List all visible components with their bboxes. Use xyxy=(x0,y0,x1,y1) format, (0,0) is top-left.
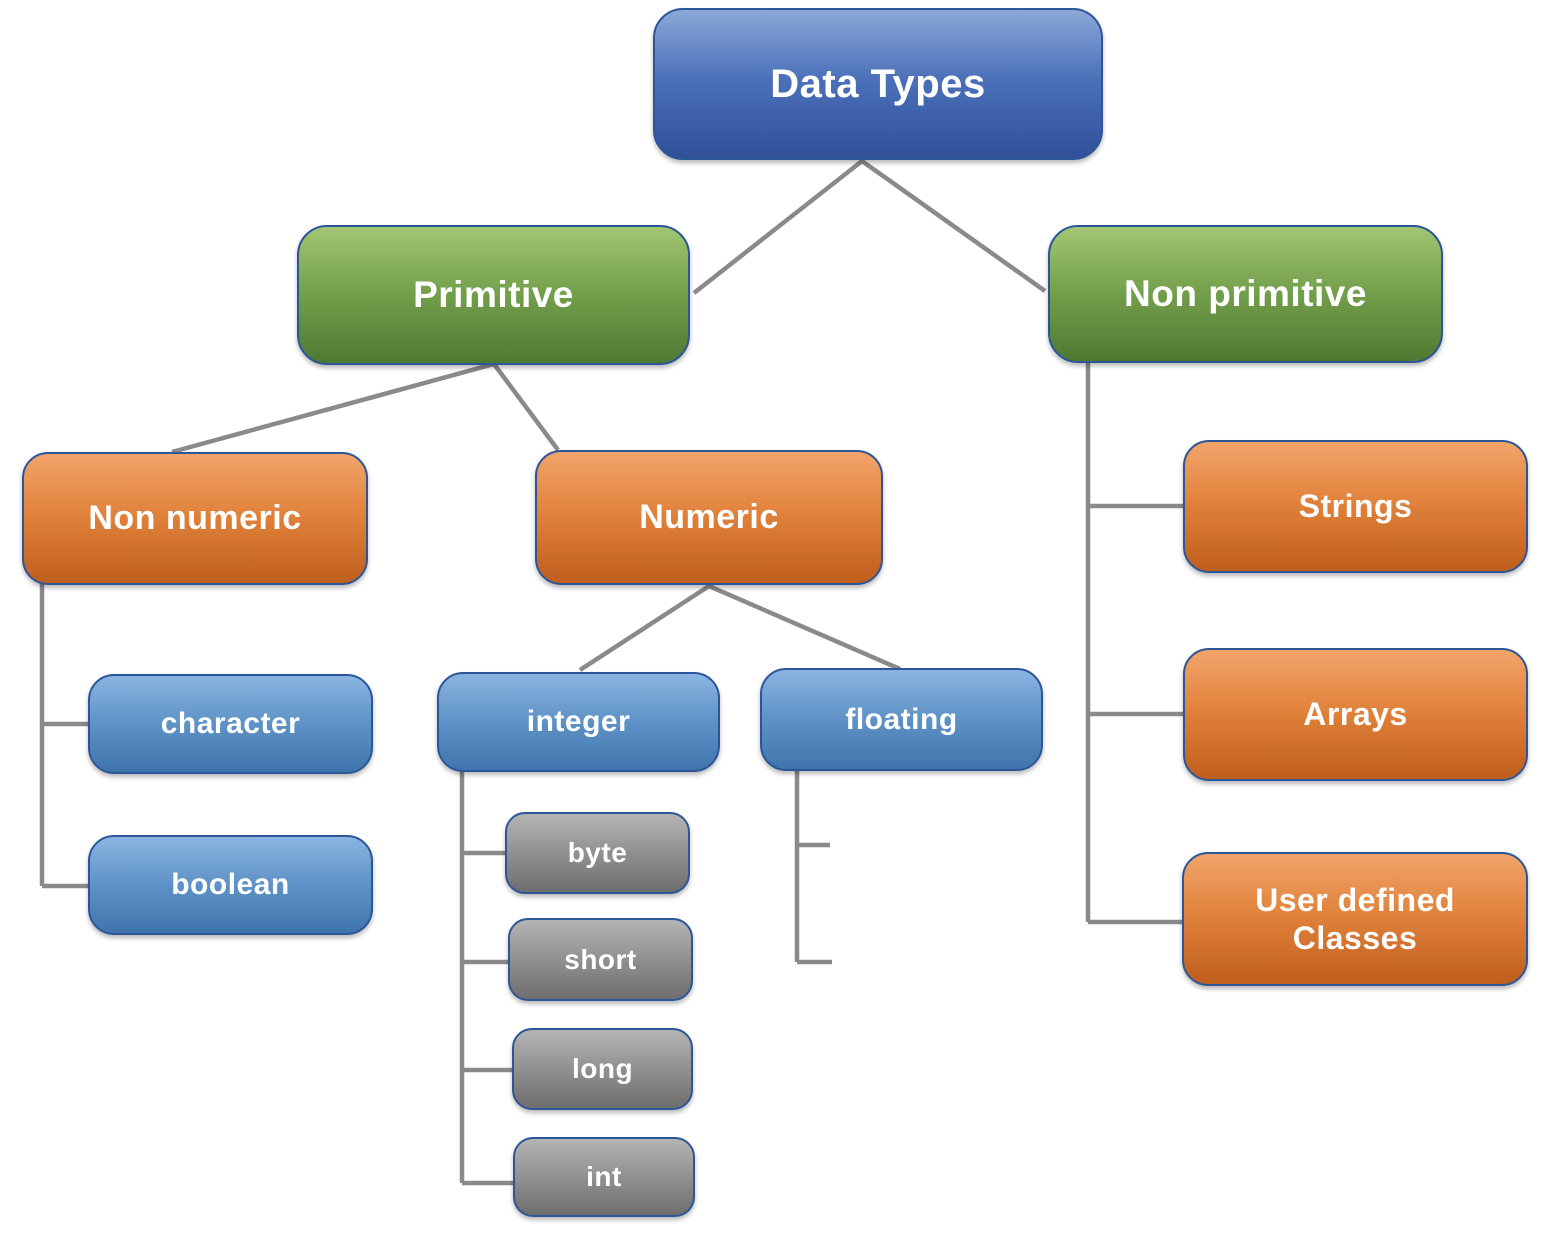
node-non-numeric: Non numeric xyxy=(22,452,368,585)
node-byte: byte xyxy=(505,812,690,894)
node-integer-label: integer xyxy=(526,705,631,738)
connector-nonnumeric-elbow xyxy=(39,583,90,889)
node-int: int xyxy=(513,1137,695,1217)
connector-datatypes-children xyxy=(692,158,1047,295)
node-strings: Strings xyxy=(1183,440,1528,573)
node-boolean: boolean xyxy=(88,835,373,935)
node-data-types: Data Types xyxy=(653,8,1103,160)
node-arrays-label: Arrays xyxy=(1303,696,1408,733)
node-floating: floating xyxy=(760,668,1043,771)
connector-numeric-children xyxy=(578,583,901,672)
node-boolean-label: boolean xyxy=(171,868,290,901)
node-numeric: Numeric xyxy=(535,450,883,585)
node-numeric-label: Numeric xyxy=(639,498,779,537)
node-character-label: character xyxy=(160,707,301,740)
node-non-primitive-label: Non primitive xyxy=(1124,272,1367,314)
node-long: long xyxy=(512,1028,693,1110)
connector-primitive-children xyxy=(171,361,560,455)
node-long-label: long xyxy=(571,1053,634,1085)
node-user-defined-classes: User defined Classes xyxy=(1182,852,1528,986)
node-primitive-label: Primitive xyxy=(413,273,574,315)
node-strings-label: Strings xyxy=(1298,488,1413,525)
node-floating-label: floating xyxy=(845,702,958,736)
node-data-types-label: Data Types xyxy=(770,62,986,106)
node-non-numeric-label: Non numeric xyxy=(88,499,302,538)
node-character: character xyxy=(88,674,373,774)
connector-integer-elbow xyxy=(459,770,515,1186)
node-short-label: short xyxy=(564,943,637,975)
node-arrays: Arrays xyxy=(1183,648,1528,781)
node-user-defined-classes-label: User defined Classes xyxy=(1255,881,1455,956)
connector-nonprimitive-elbow xyxy=(1085,361,1185,925)
node-non-primitive: Non primitive xyxy=(1048,225,1443,363)
node-int-label: int xyxy=(586,1161,622,1193)
node-byte-label: byte xyxy=(567,837,628,869)
node-short: short xyxy=(508,918,693,1001)
node-primitive: Primitive xyxy=(297,225,690,365)
connector-floating-elbow xyxy=(794,769,832,965)
node-integer: integer xyxy=(437,672,720,772)
